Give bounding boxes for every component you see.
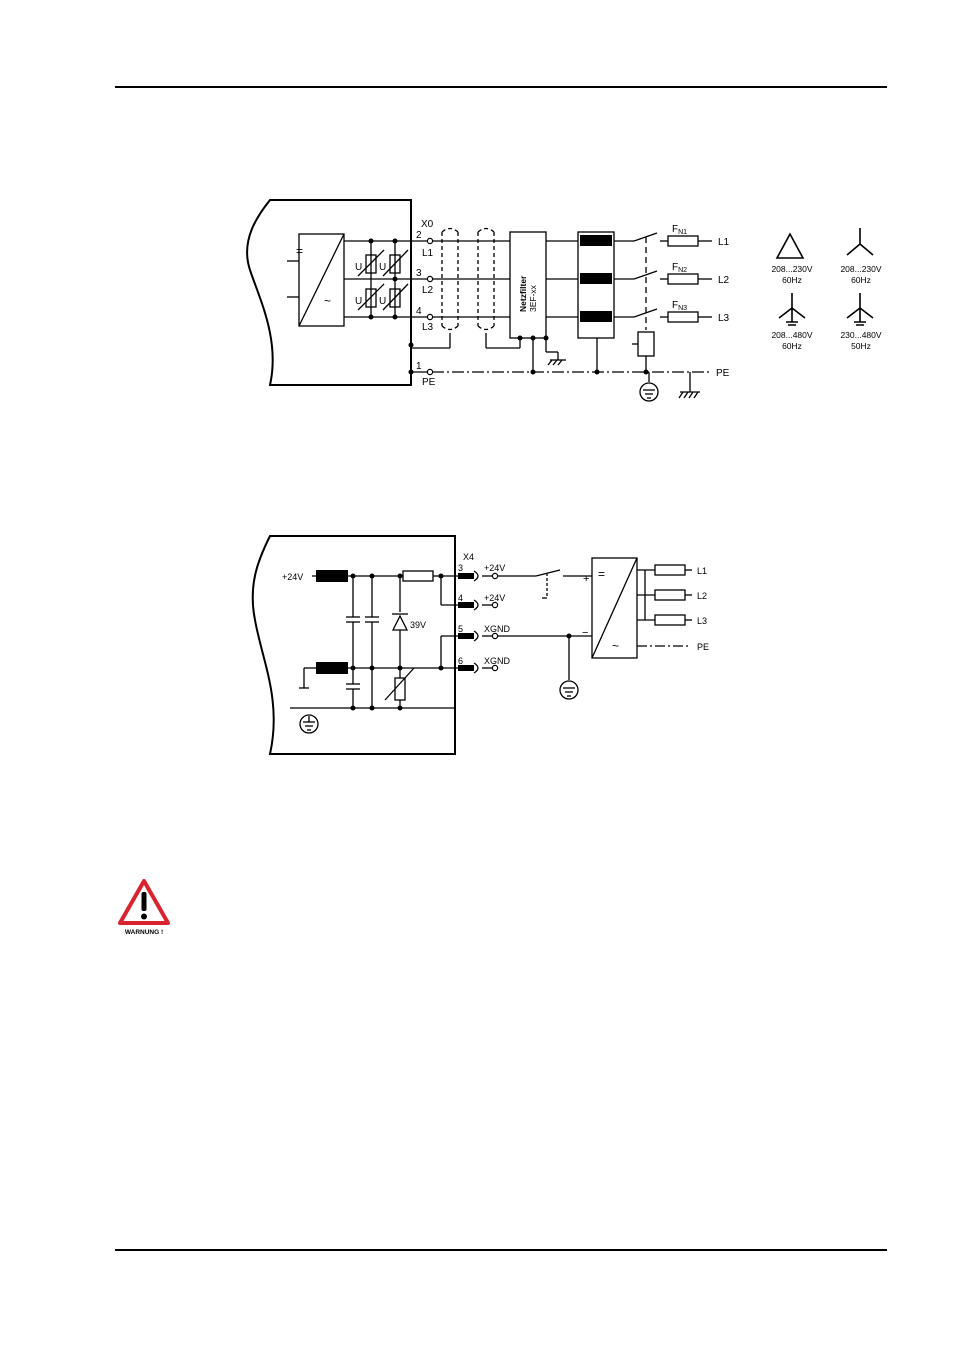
network-3-freq: 60Hz (782, 341, 802, 351)
aux-supply-diagram: +24V 39V X4 3 +24V 4 +24V 5 XGND 6 XGND … (251, 535, 709, 755)
pin-4-num: 4 (458, 593, 463, 603)
network-4-freq: 50Hz (851, 341, 871, 351)
filter-label: Netzfilter (518, 275, 528, 312)
line-l3-label: L3 (718, 313, 730, 324)
pin-5-num: 5 (458, 624, 463, 634)
pe-label: PE (716, 368, 730, 379)
network-1-freq: 60Hz (782, 275, 802, 285)
network-4-voltage: 230...480V (840, 330, 881, 340)
pin-3-label: +24V (484, 563, 505, 573)
psu-l1-label: L1 (697, 566, 707, 576)
pin-1-label: PE (422, 377, 436, 388)
pin-2-label: L1 (422, 248, 434, 259)
pin-2-num: 2 (416, 230, 422, 241)
zener-voltage-label: 39V (410, 620, 426, 630)
supply-24v-label: +24V (282, 572, 303, 582)
network-1-voltage: 208...230V (771, 264, 812, 274)
network-2-voltage: 208...230V (840, 264, 881, 274)
pin-1-num: 1 (416, 361, 422, 372)
network-2-freq: 60Hz (851, 275, 871, 285)
connector-x0-label: X0 (421, 219, 434, 230)
pin-4-num: 4 (416, 306, 422, 317)
pin-6-label: XGND (484, 656, 511, 666)
warning-icon: WARNUNG ! (118, 879, 170, 936)
psu-l3-label: L3 (697, 616, 707, 626)
fuse-fn2-label: FN2 (672, 262, 687, 274)
converter-ac-symbol: ~ (324, 294, 331, 308)
filter-type-label: 3EF-xx (528, 284, 538, 312)
psu-plus-label: + (583, 573, 589, 585)
varistor-label: U (355, 262, 362, 273)
line-l1-label: L1 (718, 237, 730, 248)
psu-minus-label: − (582, 627, 588, 639)
psu-ac-symbol: ~ (612, 639, 619, 653)
pin-6-num: 6 (458, 656, 463, 666)
pin-3-label: L2 (422, 285, 434, 296)
psu-l2-label: L2 (697, 591, 707, 601)
device-outline-2 (251, 535, 456, 755)
network-3-voltage: 208...480V (771, 330, 812, 340)
pin-3-num: 3 (458, 563, 463, 573)
connector-x4-label: X4 (463, 552, 474, 562)
fuse-fn3-label: FN3 (672, 300, 687, 312)
pin-4-label: L3 (422, 322, 434, 333)
warning-label: WARNUNG ! (125, 929, 163, 936)
header-rule (115, 86, 887, 88)
psu-dc-symbol: = (598, 567, 605, 581)
psu-pe-label: PE (697, 642, 709, 652)
mains-connection-diagram: = ~ U U U U X0 2 L1 3 L2 4 L3 1 PE Netzf… (246, 199, 882, 402)
pin-3-num: 3 (416, 268, 422, 279)
converter-dc-symbol: = (296, 244, 303, 258)
line-l2-label: L2 (718, 275, 730, 286)
device-outline (246, 199, 412, 386)
footer-rule (115, 1249, 887, 1251)
fuse-fn1-label: FN1 (672, 224, 687, 236)
svg-text:U: U (379, 296, 386, 307)
pin-4-label: +24V (484, 593, 505, 603)
pin-5-label: XGND (484, 624, 511, 634)
svg-text:U: U (379, 262, 386, 273)
svg-text:U: U (355, 296, 362, 307)
